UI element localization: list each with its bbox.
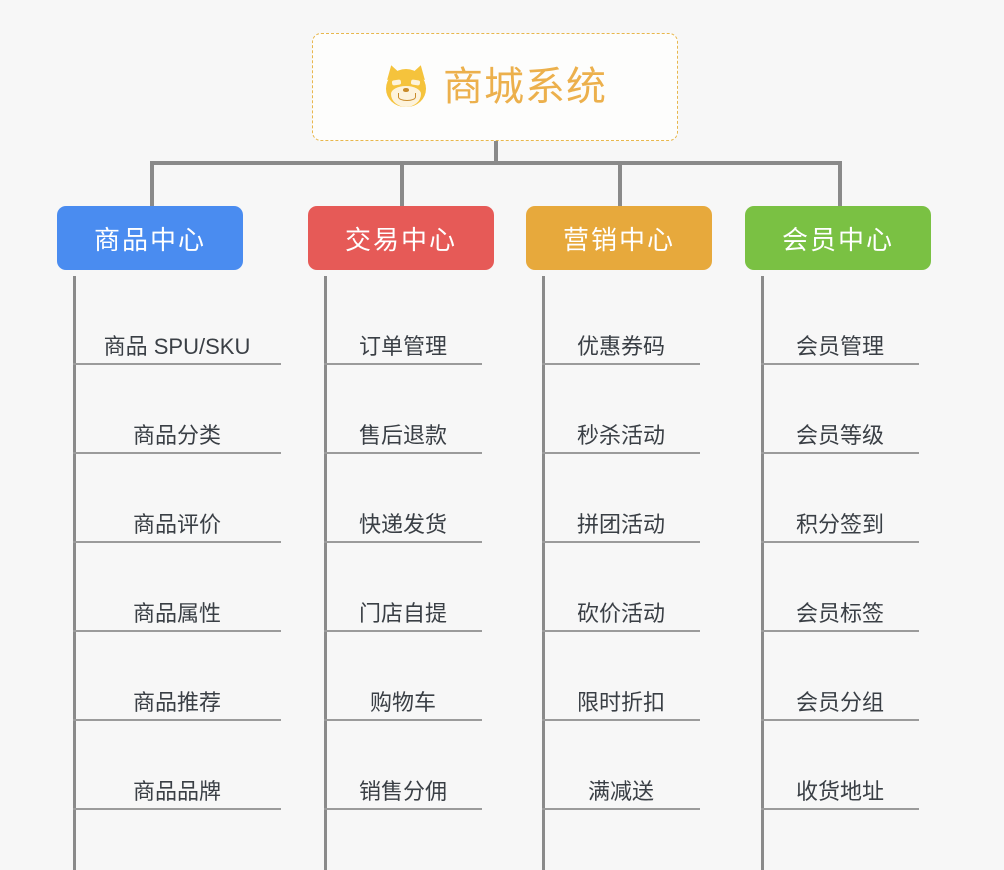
- connector-drop-4: [838, 161, 842, 206]
- branch-header-3[interactable]: 营销中心: [526, 206, 712, 270]
- leaf-item-label: 购物车: [369, 689, 436, 715]
- leaf-item[interactable]: 会员等级: [761, 365, 919, 454]
- leaf-item[interactable]: 商品属性: [73, 543, 281, 632]
- connector-drop-3: [618, 161, 622, 206]
- leaf-item-label: 售后退款: [358, 422, 447, 448]
- leaf-item[interactable]: 秒杀活动: [542, 365, 700, 454]
- leaf-item-label: 商品 SPU/SKU: [103, 333, 251, 359]
- leaf-item-label: 收货地址: [795, 778, 884, 804]
- leaf-item-label: 砍价活动: [576, 600, 665, 626]
- root-node[interactable]: 商城系统: [312, 33, 678, 141]
- leaf-item-label: 商品评价: [132, 511, 221, 537]
- branch-header-4[interactable]: 会员中心: [745, 206, 931, 270]
- leaf-item-label: 商品品牌: [132, 778, 221, 804]
- branch-leaf-list-2: 订单管理售后退款快递发货门店自提购物车销售分佣: [324, 276, 482, 810]
- leaf-item-label: 会员管理: [795, 333, 884, 359]
- leaf-item[interactable]: 订单管理: [324, 276, 482, 365]
- leaf-item-label: 商品推荐: [132, 689, 221, 715]
- leaf-item-label: 销售分佣: [358, 778, 447, 804]
- branch-leaf-list-4: 会员管理会员等级积分签到会员标签会员分组收货地址: [761, 276, 919, 810]
- leaf-item[interactable]: 会员管理: [761, 276, 919, 365]
- leaf-item[interactable]: 积分签到: [761, 454, 919, 543]
- shiba-dog-face-icon: [383, 63, 429, 110]
- leaf-item-label: 满减送: [587, 778, 654, 804]
- leaf-item-label: 限时折扣: [576, 689, 665, 715]
- branch-spine-4: [761, 276, 764, 870]
- connector-horizontal-bus: [150, 161, 840, 165]
- branch-header-1[interactable]: 商品中心: [57, 206, 243, 270]
- leaf-item-label: 会员分组: [795, 689, 884, 715]
- branch-4: 会员中心会员管理会员等级积分签到会员标签会员分组收货地址: [745, 206, 931, 870]
- branch-leaf-list-3: 优惠券码秒杀活动拼团活动砍价活动限时折扣满减送: [542, 276, 700, 810]
- leaf-item-label: 会员标签: [795, 600, 884, 626]
- connector-drop-1: [150, 161, 154, 206]
- branch-spine-1: [73, 276, 76, 870]
- leaf-item-label: 商品分类: [132, 422, 221, 448]
- branch-1: 商品中心商品 SPU/SKU 商品分类商品评价商品属性商品推荐商品品牌: [57, 206, 281, 870]
- leaf-item-label: 门店自提: [358, 600, 447, 626]
- leaf-item-label: 快递发货: [358, 511, 447, 537]
- leaf-item[interactable]: 商品评价: [73, 454, 281, 543]
- leaf-item[interactable]: 售后退款: [324, 365, 482, 454]
- root-title: 商城系统: [443, 65, 607, 109]
- leaf-item[interactable]: 门店自提: [324, 543, 482, 632]
- leaf-item-label: 商品属性: [132, 600, 221, 626]
- branch-spine-3: [542, 276, 545, 870]
- branch-leaf-list-1: 商品 SPU/SKU 商品分类商品评价商品属性商品推荐商品品牌: [73, 276, 281, 810]
- leaf-item[interactable]: 会员分组: [761, 632, 919, 721]
- branch-3: 营销中心优惠券码秒杀活动拼团活动砍价活动限时折扣满减送: [526, 206, 712, 870]
- leaf-item[interactable]: 商品 SPU/SKU: [73, 276, 281, 365]
- leaf-item-label: 优惠券码: [576, 333, 665, 359]
- leaf-item[interactable]: 购物车: [324, 632, 482, 721]
- leaf-item-label: 会员等级: [795, 422, 884, 448]
- leaf-item[interactable]: 会员标签: [761, 543, 919, 632]
- connector-root-stem: [494, 141, 498, 163]
- leaf-item[interactable]: 商品分类: [73, 365, 281, 454]
- leaf-item-label: 拼团活动: [576, 511, 665, 537]
- leaf-item[interactable]: 优惠券码: [542, 276, 700, 365]
- leaf-item[interactable]: 限时折扣: [542, 632, 700, 721]
- branch-header-2[interactable]: 交易中心: [308, 206, 494, 270]
- leaf-item[interactable]: 快递发货: [324, 454, 482, 543]
- leaf-item[interactable]: 收货地址: [761, 721, 919, 810]
- mindmap-canvas: 商城系统 商品中心商品 SPU/SKU 商品分类商品评价商品属性商品推荐商品品牌 交…: [57, 33, 931, 870]
- leaf-item[interactable]: 商品推荐: [73, 632, 281, 721]
- branch-2: 交易中心订单管理售后退款快递发货门店自提购物车销售分佣: [308, 206, 494, 870]
- leaf-item[interactable]: 商品品牌: [73, 721, 281, 810]
- leaf-item[interactable]: 销售分佣: [324, 721, 482, 810]
- connector-drop-2: [400, 161, 404, 206]
- leaf-item[interactable]: 砍价活动: [542, 543, 700, 632]
- branch-spine-2: [324, 276, 327, 870]
- leaf-item[interactable]: 满减送: [542, 721, 700, 810]
- leaf-item-label: 积分签到: [795, 511, 884, 537]
- leaf-item[interactable]: 拼团活动: [542, 454, 700, 543]
- leaf-item-label: 秒杀活动: [576, 422, 665, 448]
- leaf-item-label: 订单管理: [358, 333, 447, 359]
